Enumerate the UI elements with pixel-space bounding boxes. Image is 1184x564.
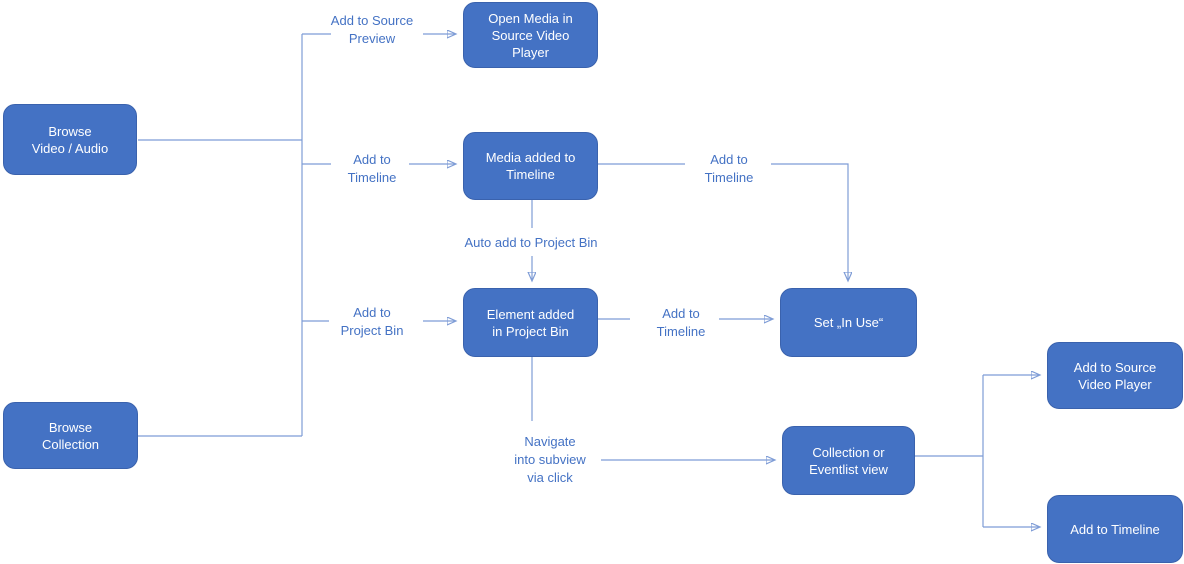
edge-label-auto-add-to-project-bin: Auto add to Project Bin bbox=[464, 235, 598, 250]
node-element-added-project-bin: Element added in Project Bin bbox=[463, 288, 598, 357]
edge-label-add-to-source-preview: Add to Source Preview bbox=[330, 13, 414, 46]
node-add-to-source-video-player: Add to Source Video Player bbox=[1047, 342, 1183, 409]
node-browse-video-audio: Browse Video / Audio bbox=[3, 104, 137, 175]
edge-label-add-to-timeline-top: Add to Timeline bbox=[704, 152, 754, 185]
node-open-media-source-player: Open Media in Source Video Player bbox=[463, 2, 598, 68]
node-browse-collection: Browse Collection bbox=[3, 402, 138, 469]
connector-collection-branch bbox=[915, 375, 984, 527]
edge-label-navigate-into-subview: Navigate into subview via click bbox=[514, 434, 586, 485]
edge-label-add-to-timeline-left: Add to Timeline bbox=[347, 152, 397, 185]
node-media-added-timeline: Media added to Timeline bbox=[463, 132, 598, 200]
node-set-in-use: Set „In Use“ bbox=[780, 288, 917, 357]
edge-label-add-to-project-bin: Add to Project Bin bbox=[340, 305, 404, 338]
node-add-to-timeline: Add to Timeline bbox=[1047, 495, 1183, 563]
node-collection-eventlist-view: Collection or Eventlist view bbox=[782, 426, 915, 495]
edge-label-add-to-timeline-mid: Add to Timeline bbox=[656, 306, 706, 339]
connector-browse-trunk bbox=[138, 34, 303, 437]
arrow-media-to-setinuse bbox=[771, 163, 848, 280]
